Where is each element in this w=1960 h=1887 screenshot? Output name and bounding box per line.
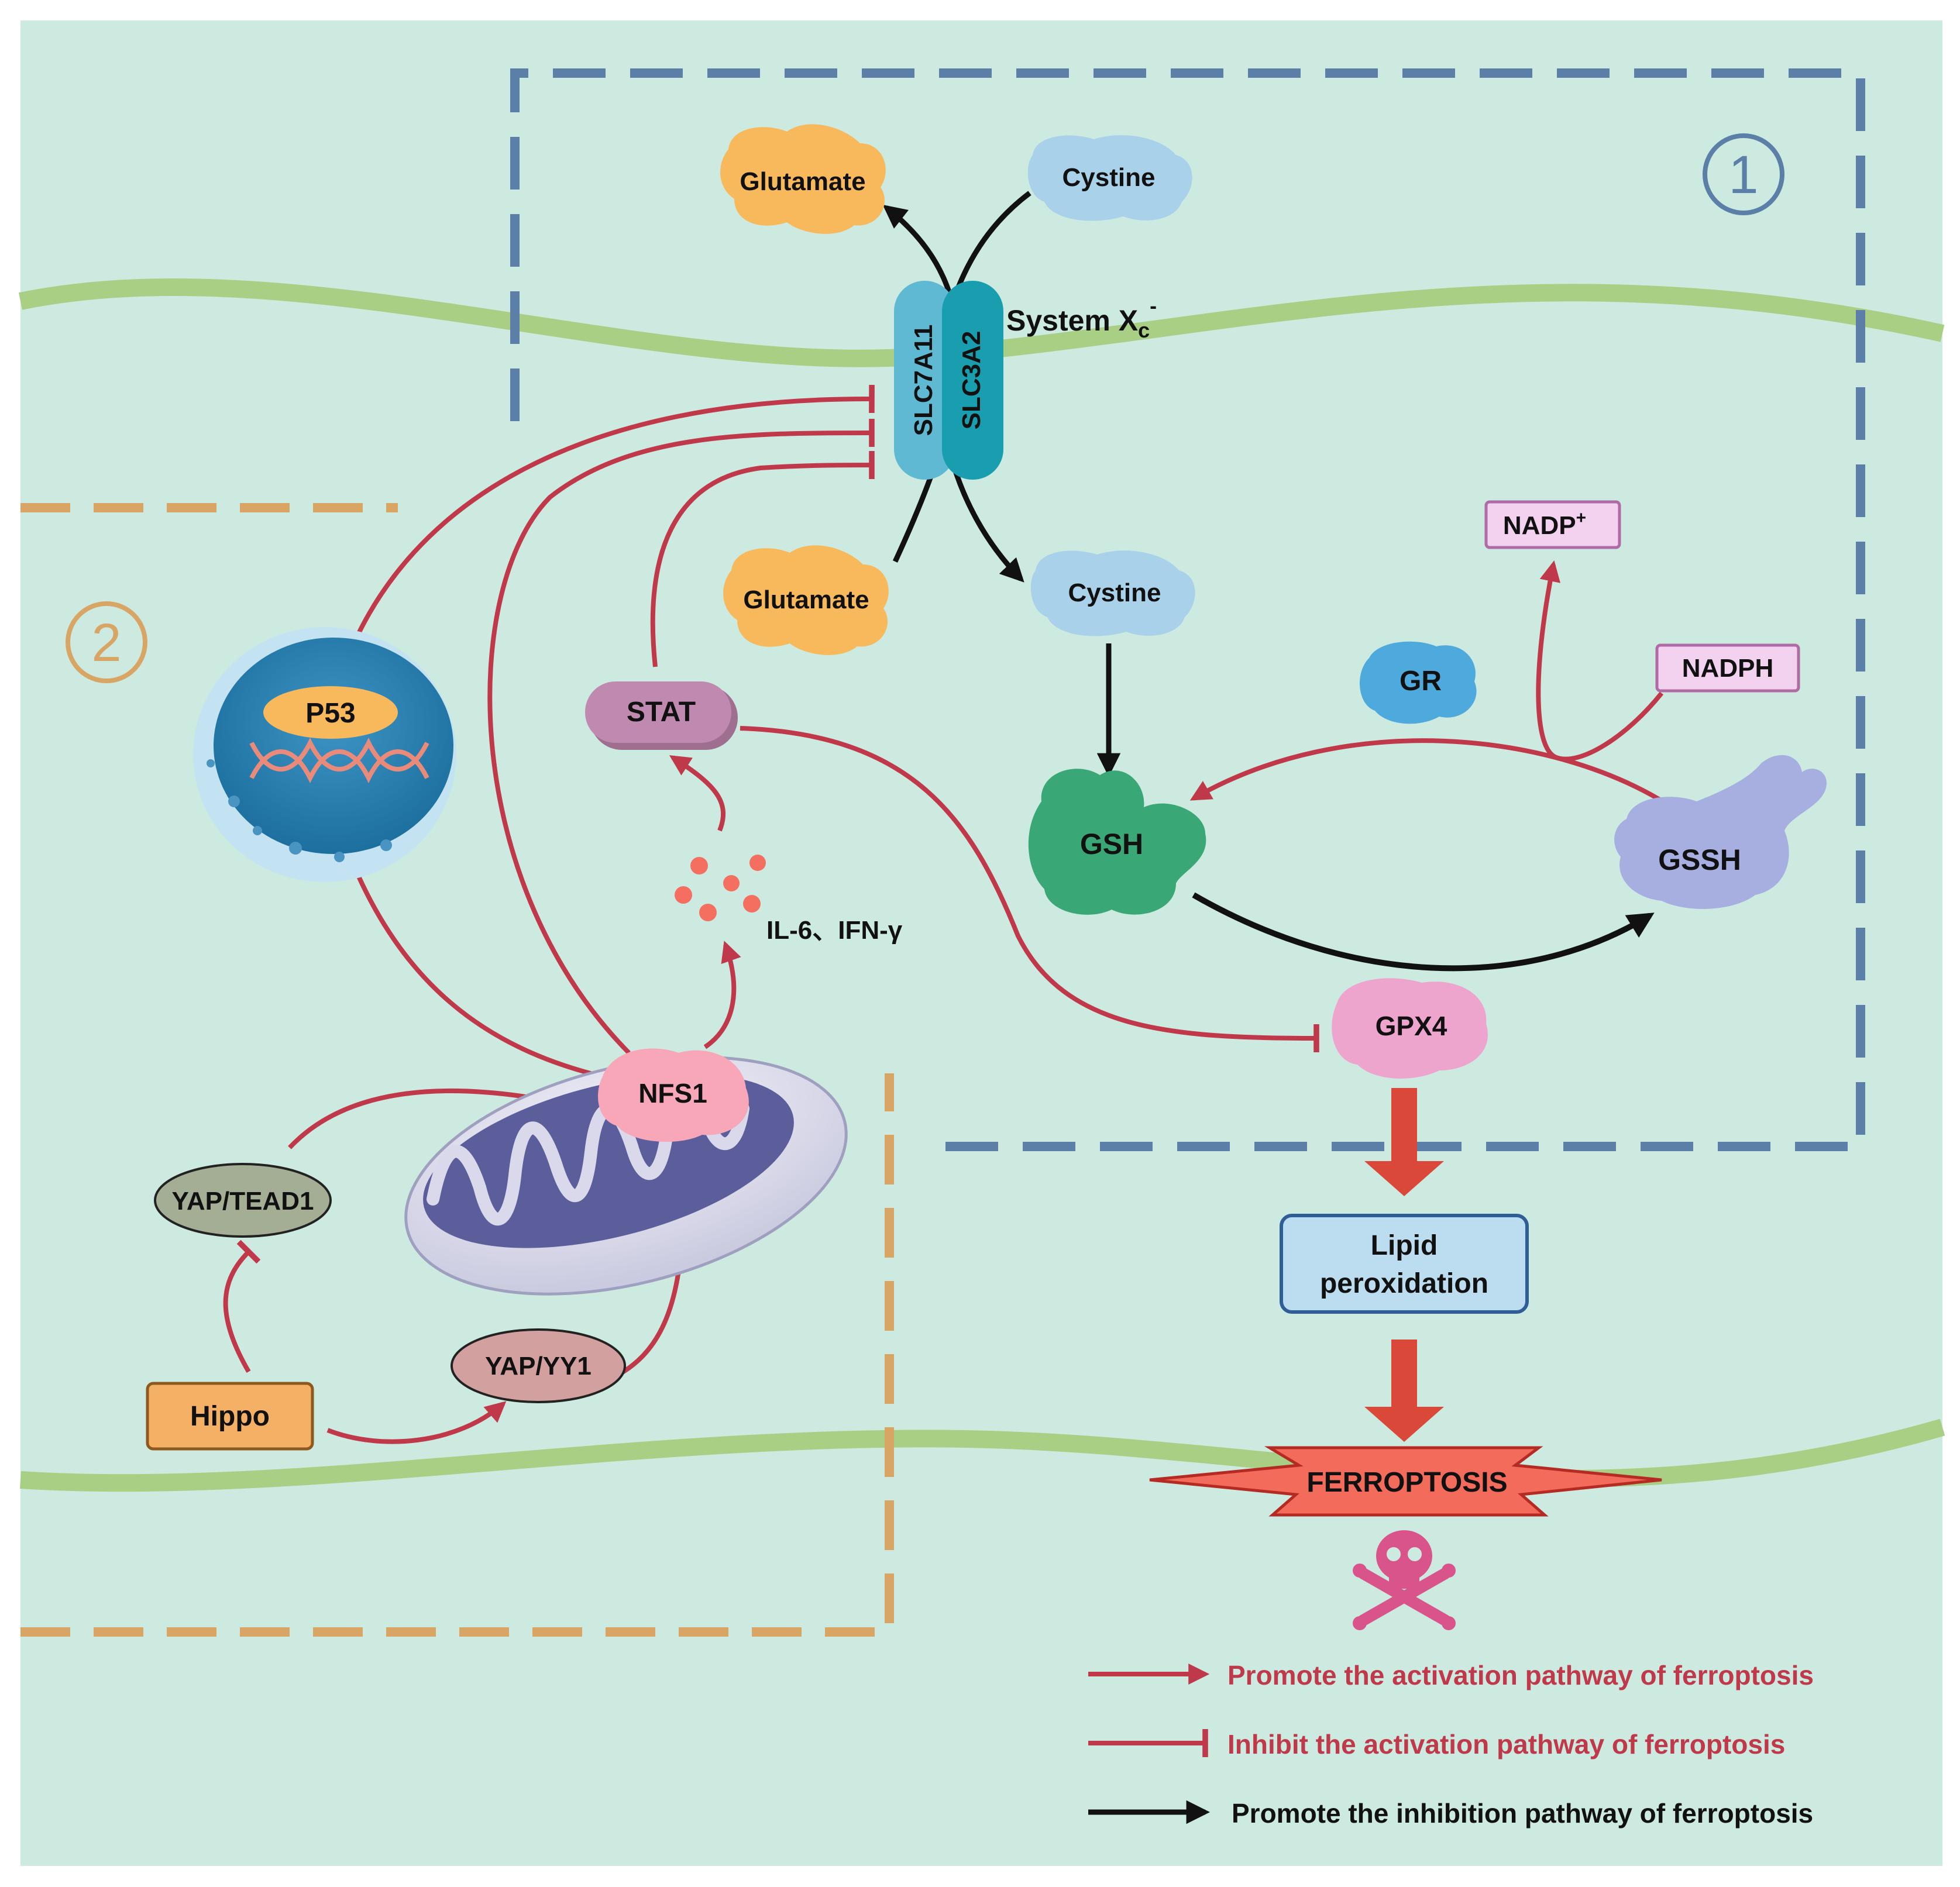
glutamate-extracellular: Glutamate: [720, 124, 886, 234]
lipid-peroxidation-box: Lipid peroxidation: [1280, 1214, 1529, 1314]
cytokine-dots-icon: [675, 855, 766, 921]
gssh-to-gsh-arrow: [1189, 738, 1669, 807]
lipid-to-ferroptosis-arrow: [1364, 1340, 1444, 1442]
yap-yy1-label: YAP/YY1: [485, 1352, 592, 1380]
legend-promote-inhibition-label: Promote the inhibition pathway of ferrop…: [1232, 1798, 1813, 1829]
gr-label: GR: [1399, 666, 1442, 697]
cystine-in-label: Cystine: [1068, 579, 1161, 607]
slc3a2-transporter: [942, 281, 1003, 480]
nadph-label: NADPH: [1682, 654, 1773, 683]
nadp-plus-box: NADP+: [1484, 500, 1621, 549]
gpx4-to-lipid-arrow: [1364, 1088, 1444, 1196]
gssh-label: GSSH: [1658, 843, 1741, 876]
glutamate-in-label: Glutamate: [743, 586, 869, 614]
nadp-plus-label: NADP+: [1503, 508, 1586, 540]
nucleus-icon: P53: [193, 627, 456, 882]
legend-promote-inhibition: Promote the inhibition pathway of ferrop…: [1088, 1798, 1813, 1829]
hippo-to-yapyy1-arrow: [326, 1401, 507, 1444]
p53-inhibits-slc7a11: [343, 384, 875, 665]
cystine-out-label: Cystine: [1062, 163, 1156, 192]
region-1-number: 1: [1728, 145, 1758, 205]
p53-label: P53: [305, 698, 355, 729]
cystine-extracellular: Cystine: [1027, 135, 1192, 221]
gssh-molecule: GSSH: [1614, 755, 1827, 909]
p53-node: [263, 686, 398, 739]
yap-tead1-node: YAP/TEAD1: [154, 1163, 332, 1238]
slc7a11-label: SLC7A11: [909, 325, 938, 436]
gsh-to-gssh-arrow: [1192, 892, 1655, 972]
nadph-to-nadp-arrow: [1536, 560, 1664, 762]
region-1-marker: 1: [1703, 133, 1784, 215]
cytokines-label: IL-6、IFN-γ: [766, 916, 903, 945]
legend: Promote the activation pathway of ferrop…: [1088, 1660, 1814, 1829]
gpx4-enzyme: GPX4: [1332, 978, 1488, 1079]
stat-inhibits-gpx4: [740, 726, 1319, 1053]
ferroptosis-label: FERROPTOSIS: [1306, 1467, 1507, 1498]
glutamate-intracellular: Glutamate: [723, 545, 889, 655]
region-2-number: 2: [91, 613, 121, 673]
lipid-line2-label: peroxidation: [1320, 1268, 1488, 1299]
stat-node: STAT: [585, 681, 738, 750]
slc7a11-transporter: [894, 281, 955, 480]
region-2-boundary: [20, 503, 894, 1637]
legend-promote-activation-label: Promote the activation pathway of ferrop…: [1227, 1660, 1814, 1690]
nadph-box: NADPH: [1655, 643, 1800, 693]
gpx4-label: GPX4: [1376, 1011, 1447, 1041]
gsh-molecule: GSH: [1028, 769, 1206, 915]
legend-promote-activation: Promote the activation pathway of ferrop…: [1088, 1660, 1814, 1690]
system-xc-transporter: SLC7A11 SLC3A2 System Xc-: [894, 281, 1157, 480]
hippo-inhibits-yaptead1: [223, 1239, 261, 1373]
glutamate-out-label: Glutamate: [740, 167, 865, 196]
hippo-label: Hippo: [190, 1401, 270, 1432]
hippo-node: Hippo: [146, 1382, 314, 1451]
gr-enzyme: GR: [1359, 641, 1477, 724]
legend-inhibit-activation-label: Inhibit the activation pathway of ferrop…: [1227, 1729, 1785, 1759]
region-1-boundary: [510, 68, 1865, 1151]
stat-inhibits-slc7a11: [650, 450, 875, 667]
region-2-marker: 2: [66, 601, 147, 683]
stat-label: STAT: [627, 697, 696, 728]
slc3a2-label: SLC3A2: [957, 331, 986, 430]
nfs1-to-cytokines-arrow: [703, 941, 741, 1049]
skull-crossbones-icon: [1353, 1530, 1456, 1630]
legend-inhibit-activation: Inhibit the activation pathway of ferrop…: [1088, 1729, 1785, 1759]
nfs1-label: NFS1: [638, 1078, 707, 1108]
ferroptosis-burst: FERROPTOSIS: [1149, 1446, 1662, 1517]
lipid-line1-label: Lipid: [1371, 1230, 1438, 1261]
yap-tead1-label: YAP/TEAD1: [172, 1187, 314, 1215]
gsh-label: GSH: [1080, 828, 1143, 860]
cytokines-to-stat-arrow: [669, 755, 726, 832]
nfs1-node: NFS1: [598, 1048, 749, 1142]
yap-yy1-node: YAP/YY1: [451, 1328, 626, 1403]
cystine-intracellular: Cystine: [1030, 550, 1195, 636]
system-xc-label: System Xc-: [1006, 294, 1157, 342]
nfs1-inhibits-slc7a11: [487, 418, 875, 1055]
